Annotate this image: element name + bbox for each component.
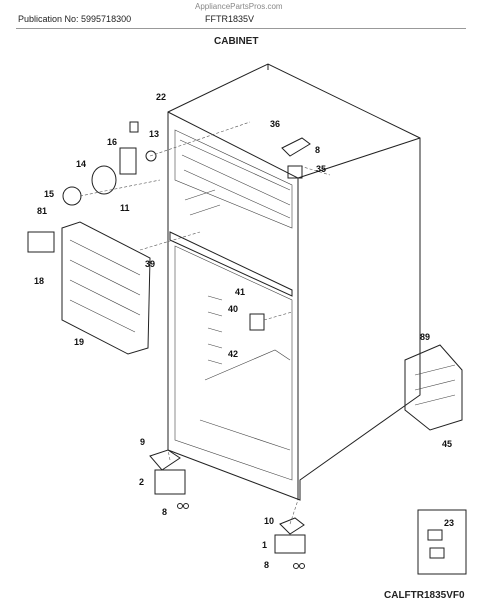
callout-8-top: 8 [315,145,320,155]
callout-1: 1 [262,540,267,550]
callout-2: 2 [139,477,144,487]
cabinet-body [167,63,421,501]
callout-40: 40 [228,304,238,314]
inset-box [417,509,467,575]
callout-10: 10 [264,516,274,526]
callout-41: 41 [235,287,245,297]
callout-45: 45 [442,439,452,449]
callout-19: 19 [74,337,84,347]
callout-13: 13 [149,129,159,139]
dashed-guides [79,121,331,525]
site-watermark: AppliancePartsPros.com [195,2,283,11]
callout-15: 15 [44,189,54,199]
callout-22: 22 [156,92,166,102]
callout-8-left: 8 [162,507,167,517]
callout-89: 89 [420,332,430,342]
publication-number: Publication No: 5995718300 [18,14,132,24]
callout-18: 18 [34,276,44,286]
callout-39: 39 [145,259,155,269]
diagram-code: CALFTR1835VF0 [384,590,465,601]
callout-23: 23 [444,518,454,528]
header-rule [16,28,466,29]
callout-11: 11 [120,203,130,213]
callout-9: 9 [140,437,145,447]
callouts: 22 36 8 35 13 16 14 15 11 81 18 39 41 40… [34,92,454,570]
callout-35: 35 [316,164,326,174]
callout-42: 42 [228,349,238,359]
model-number: FFTR1835V [205,14,255,24]
callout-36: 36 [270,119,280,129]
evaporator-cover [61,221,151,355]
callout-8-bottom: 8 [264,560,269,570]
callout-14: 14 [76,159,86,169]
section-title: CABINET [214,36,259,47]
misc-parts [27,137,463,569]
callout-81: 81 [37,206,47,216]
callout-16: 16 [107,137,117,147]
